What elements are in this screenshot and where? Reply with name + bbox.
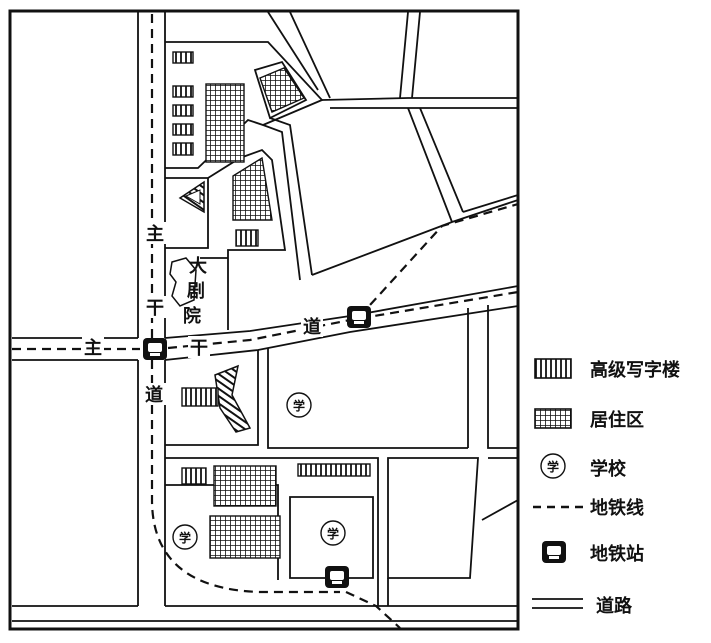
theater-label-2: 剧 [187, 281, 205, 302]
triangle-building-inner [184, 189, 201, 205]
main-road-h-south [164, 305, 519, 361]
office-building [181, 467, 207, 485]
main-road-v-label-1: 主 [146, 223, 164, 245]
main-road-h-label-2: 干 [190, 338, 208, 359]
theater-outline [169, 257, 197, 307]
bottom-road [12, 605, 518, 622]
subway-line-ne-branch [359, 202, 519, 317]
legend: 高级写字楼 居住区 学 学校 地铁线 地铁站 道路 [532, 358, 680, 617]
road-mid-v [262, 117, 313, 281]
map-labels: 主 干 道 主 干 道 大 剧 院 [82, 222, 323, 406]
residential-areas [205, 67, 306, 559]
svg-text:学: 学 [547, 459, 559, 474]
legend-label-road: 道路 [596, 595, 633, 617]
road-north-h [321, 97, 518, 101]
office-building [297, 463, 371, 477]
residential-block [205, 83, 245, 163]
residential-swatch-icon [534, 408, 572, 429]
residential-block [209, 515, 281, 559]
road-nw-2 [289, 11, 331, 99]
subway-line [12, 14, 519, 629]
block-south-east [387, 457, 479, 579]
block-diamond [253, 60, 308, 120]
block-school-c [289, 496, 374, 579]
subway-station-legend-icon [542, 541, 566, 563]
road-diag-ne [407, 107, 464, 223]
legend-item-road: 道路 [532, 595, 633, 617]
main-road-h-label-1: 主 [84, 337, 102, 359]
block-south-main [165, 457, 379, 578]
legend-item-residential: 居住区 [534, 408, 644, 431]
residential-block [259, 67, 306, 113]
main-road-h-north [164, 285, 519, 339]
road-east-mid2 [462, 194, 519, 213]
subway-line-south-curve [150, 360, 340, 594]
svg-text:学: 学 [179, 530, 191, 545]
legend-label-subway-line: 地铁线 [590, 497, 644, 519]
office-buildings [172, 51, 371, 485]
legend-item-subway-station: 地铁站 [542, 541, 644, 565]
residential-block [213, 465, 277, 507]
office-building [172, 123, 194, 136]
main-road-h-label-3: 道 [303, 316, 321, 338]
legend-item-subway-line: 地铁线 [533, 497, 644, 519]
residential-block [232, 156, 273, 221]
block-central [165, 148, 287, 282]
theater-label-3: 院 [183, 305, 201, 327]
school-icon[interactable]: 学 [286, 392, 312, 418]
office-building [235, 229, 259, 247]
school-icon[interactable]: 学 [172, 524, 198, 550]
subway-station-icon[interactable] [325, 566, 349, 588]
school-markers: 学 学 学 [172, 392, 346, 550]
office-building [172, 51, 194, 64]
school-icon[interactable]: 学 [320, 520, 346, 546]
svg-text:学: 学 [327, 526, 339, 541]
subway-station-icon[interactable] [143, 338, 167, 360]
office-building [181, 387, 219, 407]
legend-item-school: 学 学校 [540, 453, 627, 480]
road-network [12, 11, 519, 622]
road-southeast [481, 457, 519, 521]
road-east-mid [311, 199, 519, 276]
legend-label-residential: 居住区 [590, 409, 644, 431]
road-east-v [467, 305, 518, 449]
main-road-h-west [12, 337, 138, 361]
legend-item-office: 高级写字楼 [534, 358, 680, 381]
road-north-v [399, 11, 421, 99]
road-south-v [377, 578, 389, 606]
block-southwest [165, 350, 259, 446]
office-swatch-icon [534, 358, 572, 379]
office-building [172, 85, 194, 98]
legend-label-subway-station: 地铁站 [590, 543, 644, 565]
theater-label-1: 大 [189, 255, 207, 277]
road-legend-icon [532, 598, 583, 609]
subway-line-south-exit [345, 591, 401, 629]
subway-station-icon[interactable] [347, 306, 371, 328]
office-building [172, 104, 194, 117]
block-theater-north [165, 178, 209, 249]
block-school-a [267, 348, 468, 449]
office-building [172, 142, 194, 156]
legend-label-school: 学校 [590, 458, 627, 480]
school-legend-icon: 学 [540, 453, 566, 479]
arrow-building [214, 364, 252, 433]
main-road-v-label-3: 道 [145, 384, 163, 406]
main-road-v-label-2: 干 [146, 298, 164, 319]
subway-stations [143, 306, 371, 588]
legend-label-office: 高级写字楼 [590, 359, 680, 381]
road-nw-1 [267, 11, 319, 91]
svg-text:学: 学 [293, 398, 305, 413]
